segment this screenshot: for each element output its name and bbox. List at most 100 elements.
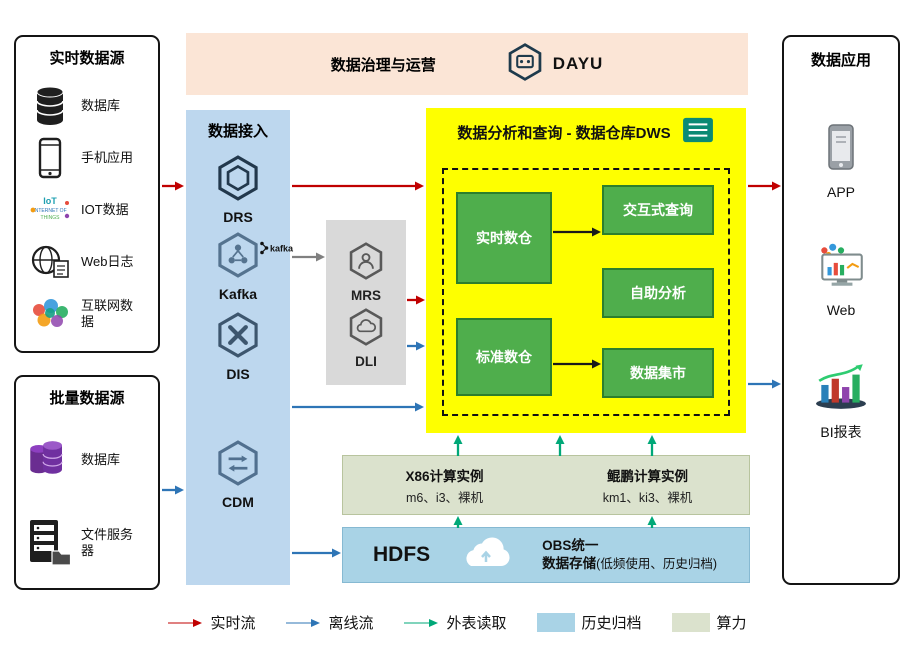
dayu-hexagon-icon	[506, 42, 544, 86]
obs-text: OBS统一 数据存储(低频使用、历史归档)	[542, 537, 717, 573]
applications-panel: 数据应用 APP	[782, 35, 900, 585]
svg-text:IoT: IoT	[43, 196, 57, 206]
realtime-sources-panel: 实时数据源 数据库	[14, 35, 160, 353]
legend-external-read: 外表读取	[403, 612, 507, 633]
legend-offline-flow: 离线流	[285, 612, 373, 633]
ingestion-item-dis: DIS	[186, 312, 290, 382]
ingestion-item-label: DIS	[226, 366, 250, 382]
kafka-hexagon-icon	[215, 232, 261, 283]
middleware-item-label: DLI	[355, 354, 377, 369]
applications-title: 数据应用	[810, 52, 871, 69]
legend-realtime-flow: 实时流	[167, 612, 255, 633]
application-item-label: BI报表	[820, 424, 862, 440]
source-item-label: Web日志	[81, 253, 134, 269]
internet-wordcloud-icon	[26, 295, 74, 333]
bi-chart-icon	[813, 362, 869, 415]
realtime-sources-title: 实时数据源	[49, 50, 125, 67]
realtime-flow-arrow-icon	[168, 618, 203, 627]
service-interactive-query: 交互式查询	[602, 185, 714, 235]
compute-x86-title: X86计算实例	[405, 468, 484, 484]
source-item-file-server: 文件服务器	[16, 500, 158, 586]
application-item-app: APP	[826, 122, 856, 200]
compute-bar: X86计算实例 m6、i3、裸机 鲲鹏计算实例 km1、ki3、裸机	[342, 455, 750, 515]
svg-text:INTERNET OF: INTERNET OF	[33, 208, 66, 214]
governance-title: 数据治理与运营	[330, 56, 436, 74]
batch-sources-title: 批量数据源	[49, 390, 125, 407]
obs-line2: 数据存储	[542, 556, 597, 571]
file-server-icon	[26, 518, 74, 568]
ingestion-item-drs: DRS	[186, 155, 290, 225]
source-item-label: 数据库	[81, 97, 121, 113]
source-item-label: 手机应用	[81, 149, 134, 165]
globe-document-icon	[26, 243, 74, 281]
arrow-dws-to-applications-realtime	[748, 181, 781, 191]
legend-label: 历史归档	[581, 615, 642, 632]
svg-text:kafka: kafka	[270, 244, 294, 254]
arrow-ingestion-to-hdfs-offline	[292, 548, 341, 558]
ingestion-title: 数据接入	[207, 123, 268, 140]
arrow-ingestion-to-dws-realtime	[292, 181, 424, 191]
source-item-label: 数据库	[81, 451, 121, 467]
middleware-item-mrs: MRS	[326, 242, 406, 303]
web-monitor-icon	[814, 242, 868, 295]
dayu-label: DAYU	[552, 54, 604, 73]
document-stack-icon	[681, 116, 715, 149]
middleware-panel: MRS DLI	[326, 220, 406, 385]
cloud-icon	[458, 533, 514, 578]
legend: 实时流 离线流 外表读取 历史归档 算力	[0, 612, 914, 633]
external-read-arrow-icon	[404, 618, 439, 627]
iot-wordcloud-icon: IoT INTERNET OF THINGS	[26, 191, 74, 229]
ingestion-item-label: DRS	[223, 209, 253, 225]
arrow-compute-to-dws-1	[453, 435, 463, 456]
purple-databases-icon	[26, 435, 74, 485]
legend-label: 实时流	[210, 615, 256, 632]
compute-kunpeng-subtitle: km1、ki3、裸机	[602, 490, 693, 505]
arrow-mrs-to-dws-realtime	[407, 295, 425, 305]
dws-title: 数据分析和查询 - 数据仓库DWS	[457, 125, 671, 142]
application-item-label: APP	[826, 184, 855, 200]
arrow-compute-to-dws-2	[555, 435, 565, 456]
service-data-mart: 数据集市	[602, 348, 714, 398]
compute-kunpeng-title: 鲲鹏计算实例	[607, 468, 688, 484]
app-phone-icon	[826, 122, 856, 177]
compute-x86: X86计算实例 m6、i3、裸机	[343, 456, 546, 514]
source-item-iot: IoT INTERNET OF THINGS IOT数据	[16, 184, 158, 236]
ingestion-item-cdm: CDM	[186, 440, 290, 510]
ingestion-item-label: Kafka	[218, 286, 258, 302]
legend-label: 算力	[716, 615, 747, 632]
cdm-hexagon-icon	[215, 440, 261, 491]
compute-kunpeng: 鲲鹏计算实例 km1、ki3、裸机	[546, 456, 749, 514]
application-item-label: Web	[826, 302, 856, 318]
archive-swatch	[536, 613, 575, 632]
batch-sources-panel: 批量数据源 数据库	[14, 375, 160, 590]
arrow-dli-to-dws-offline	[407, 341, 425, 351]
source-item-label: 文件服务器	[81, 526, 134, 558]
source-item-label: IOT数据	[81, 201, 129, 217]
smartphone-icon	[26, 137, 74, 179]
mrs-hexagon-icon	[347, 242, 385, 285]
dayu-brand: DAYU	[506, 42, 604, 86]
governance-banner: 数据治理与运营 DAYU	[186, 33, 748, 95]
dws-panel: 数据分析和查询 - 数据仓库DWS 实时数仓 标准数仓 交互式查询 自助分析 数…	[426, 108, 746, 433]
middleware-item-label: MRS	[351, 288, 381, 303]
legend-label: 外表读取	[446, 615, 507, 632]
dws-header: 数据分析和查询 - 数据仓库DWS	[426, 108, 746, 149]
arrow-realtime-sources-to-ingestion	[162, 181, 184, 191]
offline-flow-arrow-icon	[286, 618, 321, 627]
source-item-internet-data: 互联网数据	[16, 288, 158, 340]
ingestion-panel: 数据接入 DRS	[186, 110, 294, 585]
realtime-source-list: 数据库 手机应用 IoT INTERNET OF	[16, 80, 158, 340]
kafka-logo: kafka	[258, 240, 296, 261]
dli-hexagon-icon	[347, 308, 385, 351]
database-icon	[26, 84, 74, 128]
source-item-batch-database: 数据库	[16, 420, 158, 500]
storage-bar: HDFS OBS统一 数据存储(低频使用、历史归档)	[342, 527, 750, 583]
arrow-compute-to-dws-3	[647, 435, 657, 456]
obs-line1: OBS统一	[542, 537, 599, 553]
source-item-label: 互联网数据	[81, 297, 134, 329]
source-item-mobile-app: 手机应用	[16, 132, 158, 184]
arrow-dws-to-applications-offline	[748, 379, 781, 389]
svg-text:THINGS: THINGS	[41, 215, 61, 221]
obs-note: (低频使用、历史归档)	[596, 557, 717, 571]
